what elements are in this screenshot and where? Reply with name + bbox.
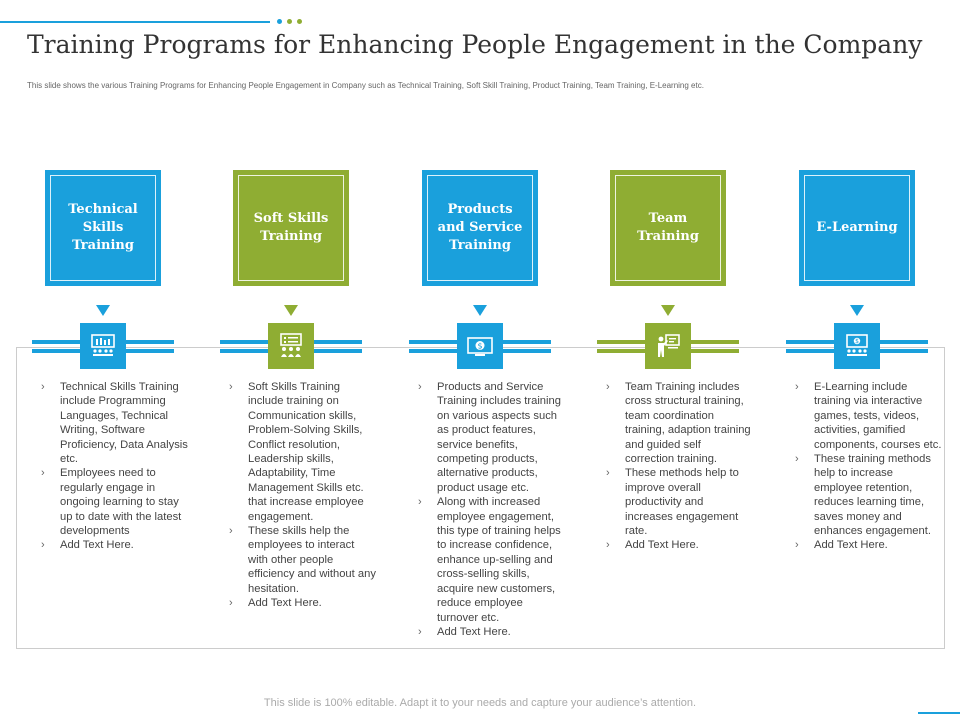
icon-tile: $ (457, 323, 503, 369)
dollar-screen-icon: $ (467, 337, 493, 356)
online-class-icon: $ (846, 334, 868, 356)
accent-dot-1 (277, 19, 282, 24)
list-item: ›Add Text Here. (229, 597, 322, 610)
pointer-triangle (96, 305, 110, 316)
list-item: ›These skills help the employees to inte… (229, 525, 376, 595)
trainer-board-icon (658, 334, 680, 357)
heading-text: Team Training (615, 175, 721, 281)
list-item: ›Add Text Here. (795, 539, 888, 552)
footer-note: This slide is 100% editable. Adapt it to… (263, 697, 697, 709)
icon-tile (645, 323, 691, 369)
list-item: ›Along with increased employee engagemen… (418, 496, 561, 624)
list-item: ›These training methods help to increase… (795, 453, 931, 538)
column-team: Team Training ›Team Training includes cr… (597, 0, 757, 720)
column-products-service: Products and Service Training $ ›Product… (409, 0, 569, 720)
heading-text: Technical Skills Training (50, 175, 156, 281)
icon-tile: $ (834, 323, 880, 369)
list-item: ›Add Text Here. (606, 539, 699, 552)
bullet-list: ›Team Training includes cross structural… (603, 380, 753, 553)
bullet-list: ›Technical Skills Training include Progr… (38, 380, 188, 553)
list-item: ›These methods help to improve overall p… (606, 467, 739, 538)
svg-text:$: $ (477, 342, 482, 351)
heading-box: Products and Service Training (422, 170, 538, 286)
presentation-board-icon (91, 334, 115, 356)
pointer-triangle (661, 305, 675, 316)
list-item: ›Soft Skills Training include training o… (229, 381, 364, 523)
column-e-learning: E-Learning $ ›E-Learning include trainin… (786, 0, 946, 720)
pointer-triangle (284, 305, 298, 316)
icon-tile (80, 323, 126, 369)
heading-text: Products and Service Training (427, 175, 533, 281)
top-accent-line (0, 21, 270, 23)
bullet-list: ›E-Learning include training via interac… (792, 380, 942, 553)
list-item: ›Employees need to regularly engage in o… (41, 467, 182, 538)
bottom-accent-line (918, 712, 960, 714)
list-item: ›Team Training includes cross structural… (606, 381, 751, 466)
list-item: ›Add Text Here. (41, 539, 134, 552)
list-item: ›Add Text Here. (418, 625, 511, 638)
list-item: ›Products and Service Training includes … (418, 381, 561, 494)
heading-text: E-Learning (804, 175, 910, 281)
heading-text: Soft Skills Training (238, 175, 344, 281)
heading-box: E-Learning (799, 170, 915, 286)
page-title: Training Programs for Enhancing People E… (27, 30, 923, 59)
heading-box: Soft Skills Training (233, 170, 349, 286)
column-soft-skills: Soft Skills Training ›Soft Skills Traini… (220, 0, 380, 720)
accent-dot-2 (287, 19, 292, 24)
bullet-list: ›Products and Service Training includes … (415, 380, 565, 639)
pointer-triangle (473, 305, 487, 316)
bullet-list: ›Soft Skills Training include training o… (226, 380, 376, 611)
svg-text:$: $ (855, 338, 859, 345)
accent-dot-3 (297, 19, 302, 24)
pointer-triangle (850, 305, 864, 316)
list-item: ›E-Learning include training via interac… (795, 381, 942, 451)
list-item: ›Technical Skills Training include Progr… (41, 381, 188, 466)
heading-box: Team Training (610, 170, 726, 286)
column-technical: Technical Skills Training ›Technical Ski… (32, 0, 192, 720)
icon-tile (268, 323, 314, 369)
team-meeting-icon (280, 333, 302, 357)
heading-box: Technical Skills Training (45, 170, 161, 286)
page-subtitle: This slide shows the various Training Pr… (27, 81, 704, 90)
